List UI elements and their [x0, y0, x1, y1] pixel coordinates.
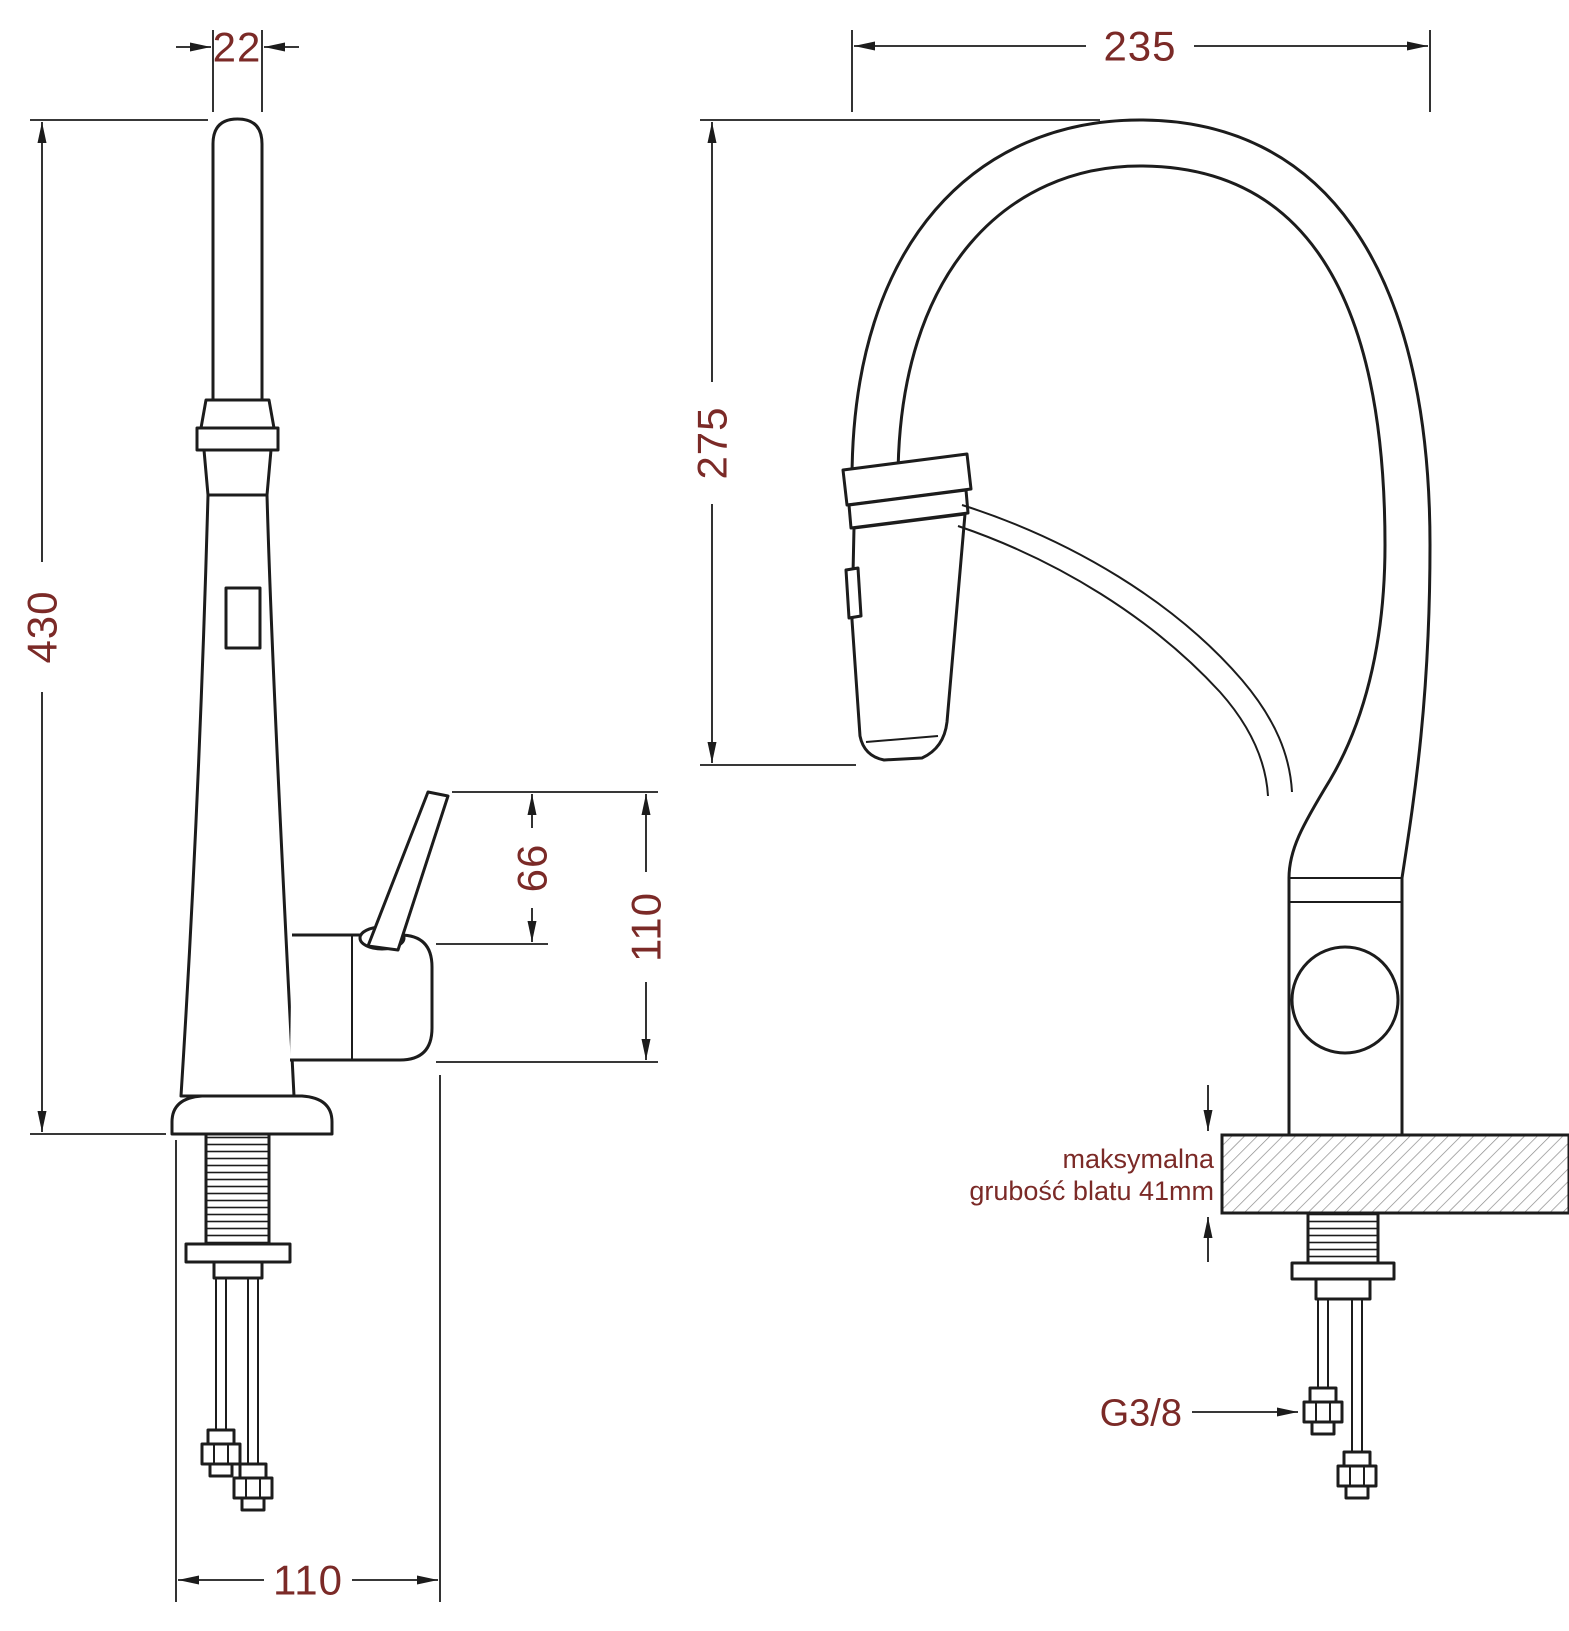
threaded-shank [204, 1132, 271, 1246]
supply-hose-front-right [1336, 1299, 1378, 1500]
spout-tube [211, 117, 264, 402]
base-flange [170, 1094, 334, 1136]
spray-head [841, 452, 973, 762]
spray-head-face [865, 735, 939, 743]
dim-110-side-label: 110 [623, 892, 670, 962]
collar-flare [199, 398, 276, 430]
gooseneck-outer [850, 118, 1432, 1135]
body-label-plate [224, 586, 262, 650]
dim-235-label: 235 [1103, 23, 1176, 70]
dimension-total-height: 430 [18, 119, 208, 1135]
mounting-nut-front [1314, 1277, 1372, 1301]
countertop-thickness-annotation: maksymalna grubość blatu 41mm [969, 1085, 1215, 1262]
lever-arm [366, 790, 450, 952]
dimension-spout-diameter: 22 [176, 24, 299, 112]
dimension-handle-height: 110 [436, 794, 670, 1063]
counter-note-line1: maksymalna [1062, 1144, 1215, 1174]
mounting-nut [212, 1260, 264, 1280]
collar-lower [202, 448, 273, 497]
countertop-section [1220, 1133, 1569, 1215]
dim-110-base-label: 110 [273, 1557, 343, 1604]
gooseneck-inner [896, 164, 1387, 1135]
left-view-side-elevation: 22 430 66 110 [18, 24, 670, 1604]
connection-thread-annotation: G3/8 [1100, 1392, 1298, 1434]
dimension-spout-reach: 235 [851, 20, 1431, 112]
faucet-body-cone [179, 493, 296, 1098]
threaded-shank-front [1306, 1211, 1380, 1265]
mounting-plate [184, 1242, 292, 1264]
dim-430-label: 430 [19, 590, 66, 663]
faucet-side-outline [170, 117, 450, 1512]
collar-ring [195, 426, 280, 452]
right-view-front-elevation: 235 275 maksymalna grubość blatu 41mm G3… [689, 20, 1569, 1500]
dimension-spout-height: 275 [689, 119, 1100, 766]
spray-head-button [844, 566, 863, 620]
handle-knob [1290, 945, 1400, 1055]
dim-22-label: 22 [213, 24, 262, 71]
supply-hose-right [232, 1278, 274, 1512]
dim-275-label: 275 [689, 406, 736, 479]
faucet-front-outline [841, 118, 1569, 1500]
flex-hose-outer [961, 504, 1293, 793]
counter-note-line2: grubość blatu 41mm [969, 1176, 1214, 1206]
handle-housing [290, 933, 434, 1062]
supply-hose-left [200, 1278, 242, 1478]
flex-hose-inner [957, 525, 1269, 797]
dimension-base-depth: 110 [175, 1075, 441, 1604]
mounting-plate-front [1290, 1261, 1396, 1281]
dim-66-label: 66 [509, 844, 556, 893]
thread-size-label: G3/8 [1100, 1392, 1182, 1434]
supply-hose-front-left [1302, 1299, 1344, 1436]
dimension-lever-height: 66 [436, 791, 658, 945]
